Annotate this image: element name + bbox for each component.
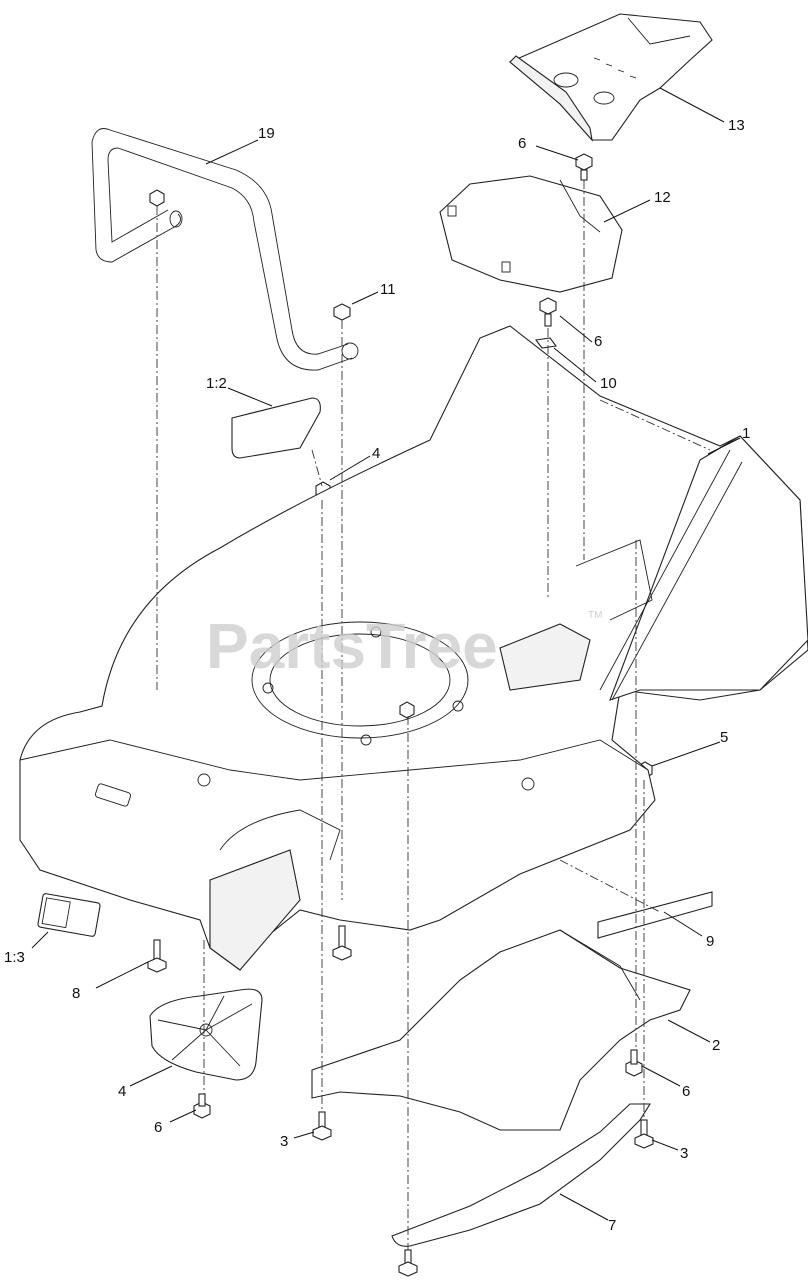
callout-1-3: 1:3 (4, 949, 25, 966)
callout-6-mid: 6 (594, 333, 602, 350)
screw-3-right[interactable] (634, 1119, 654, 1149)
watermark: PartsTree (206, 610, 498, 682)
callout-19: 9 (706, 933, 714, 950)
watermark-tm: TM (588, 610, 602, 621)
part-8-cover[interactable] (508, 13, 713, 142)
callout-2: 2 (712, 1037, 720, 1054)
part-2-skirt[interactable] (311, 929, 691, 1131)
callout-11: 8 (72, 985, 80, 1002)
callout-7: 12 (654, 189, 671, 206)
part-12-rail[interactable] (391, 1103, 651, 1247)
callout-1: 1 (742, 425, 750, 442)
nut-center[interactable] (399, 701, 415, 719)
nut-9-top[interactable] (149, 189, 165, 207)
callout-6-right: 6 (682, 1083, 690, 1100)
callout-4-left: 4 (372, 445, 380, 462)
nut-10[interactable] (333, 303, 351, 321)
callout-10: 11 (380, 281, 396, 298)
callout-4-right: 5 (720, 729, 728, 746)
screw-3-left[interactable] (312, 1111, 332, 1141)
callout-6-baffle: 6 (154, 1119, 162, 1136)
leader-lines (31, 87, 741, 1221)
callouts: 19 13 6 12 11 6 10 1:2 1 4 5 9 1:3 8 2 6… (4, 117, 750, 1234)
screw-bottom[interactable] (398, 1249, 418, 1277)
callout-1-2: 1:2 (206, 375, 227, 392)
callout-3-right: 3 (680, 1145, 688, 1162)
decal-1-3[interactable] (37, 893, 101, 937)
callout-9: 19 (258, 125, 275, 142)
callout-8: 13 (728, 117, 745, 134)
part-9-handle[interactable] (91, 128, 359, 371)
callout-6-top: 6 (518, 135, 526, 152)
callout-5: 4 (118, 1083, 126, 1100)
bolt-6-right[interactable] (625, 1049, 643, 1077)
callout-13: 10 (600, 375, 617, 392)
screw-11-b[interactable] (332, 925, 352, 961)
decal-1-2[interactable] (231, 397, 321, 459)
bolt-6-top[interactable] (575, 153, 593, 181)
callout-12: 7 (608, 1217, 616, 1234)
screw-11[interactable] (147, 939, 167, 973)
bolt-6-baffle[interactable] (193, 1093, 211, 1119)
callout-3-left: 3 (280, 1133, 288, 1150)
clip-13[interactable] (535, 337, 557, 349)
part-7-shroud[interactable] (439, 175, 623, 293)
bolt-6-mid[interactable] (539, 297, 557, 327)
decal-19[interactable] (597, 891, 713, 939)
assembly-lines (156, 180, 711, 1250)
part-5-baffle[interactable] (149, 988, 263, 1081)
part-1-deck[interactable] (19, 325, 808, 971)
